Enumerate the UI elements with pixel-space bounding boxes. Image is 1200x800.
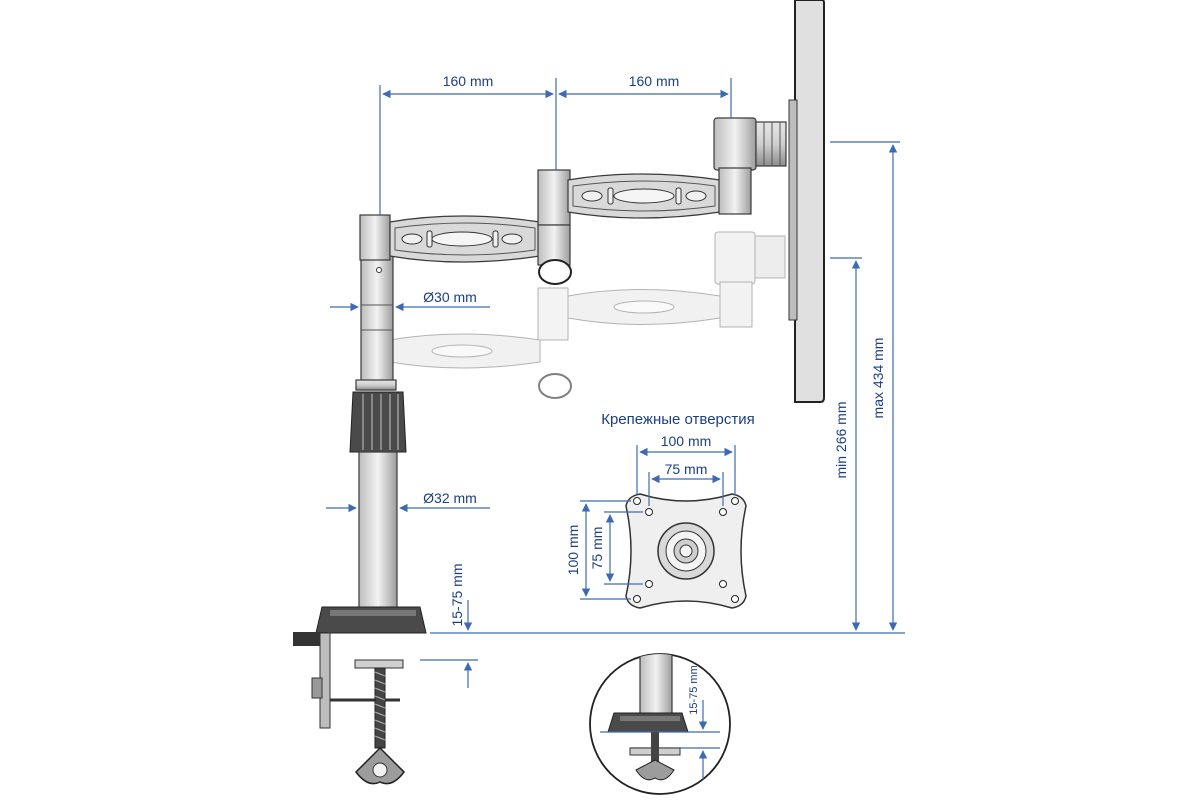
- clamp-detail-view: 15-75 mm: [589, 653, 731, 795]
- vesa-h-75-label: 75 mm: [665, 461, 708, 477]
- monitor-head-joint: [713, 117, 787, 215]
- vesa-v-100-label: 100 mm: [565, 525, 581, 576]
- pole-diameter-dimensions: Ø30 mm Ø32 mm: [326, 289, 490, 513]
- vesa-h-100-label: 100 mm: [661, 433, 712, 449]
- height-max-label: max 434 mm: [870, 338, 886, 419]
- vesa-v-75-label: 75 mm: [589, 527, 605, 570]
- height-range-dimensions: max 434 mm min 266 mm: [830, 141, 900, 631]
- pole-upper-diameter-label: Ø30 mm: [423, 289, 477, 305]
- desk-clamp: [293, 606, 427, 785]
- vesa-mount-plate: Крепежные отверстия 100 mm 75 mm 100 mm …: [565, 411, 755, 609]
- pole: [349, 254, 407, 609]
- arm2-length-label: 160 mm: [629, 73, 680, 89]
- arm-length-dimensions: 160 mm 160 mm: [379, 73, 732, 215]
- arm-segment-1: [359, 214, 541, 263]
- monitor-side-view: [788, 0, 825, 403]
- desk-thickness-dimension: 15-75 mm: [420, 563, 905, 688]
- mount-holes-title: Крепежные отверстия: [601, 411, 755, 428]
- height-min-label: min 266 mm: [833, 401, 849, 478]
- desk-thickness-label: 15-75 mm: [449, 563, 465, 626]
- pole-lower-diameter-label: Ø32 mm: [423, 490, 477, 506]
- arm-segment-2: [537, 169, 721, 285]
- arm1-length-label: 160 mm: [443, 73, 494, 89]
- detail-desk-thickness-label: 15-75 mm: [688, 665, 700, 715]
